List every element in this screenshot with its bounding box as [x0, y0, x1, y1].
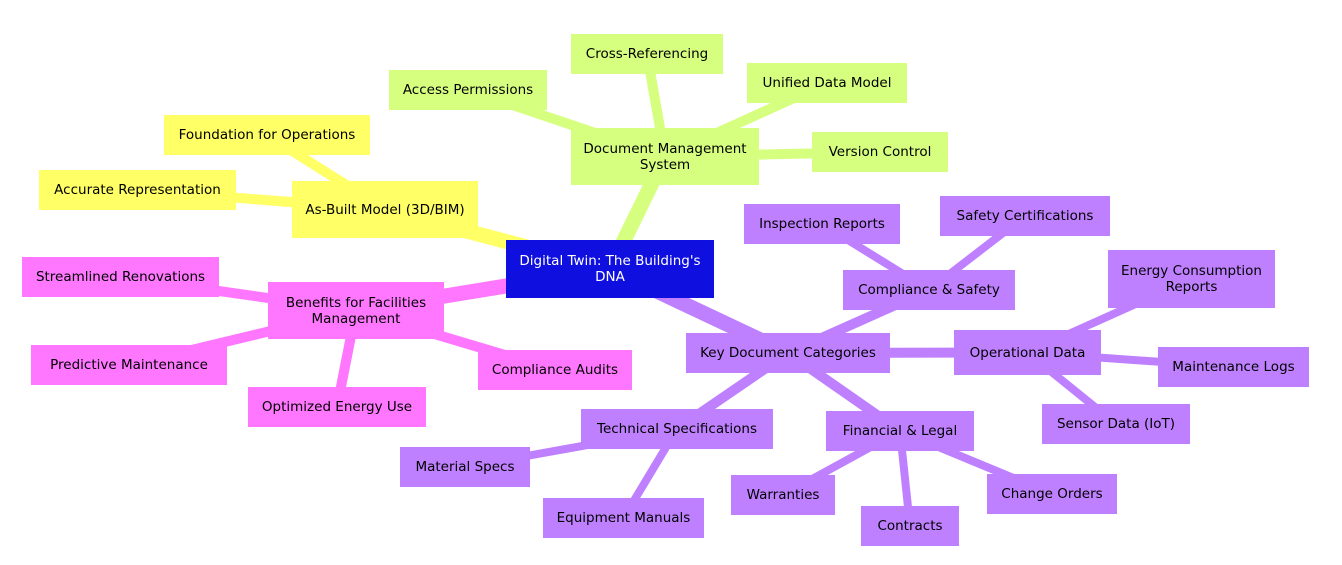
topic-node-audits[interactable]: Compliance Audits [478, 350, 632, 390]
topic-node-techspecs[interactable]: Technical Specifications [581, 409, 773, 449]
leaf-node-sensor[interactable]: Sensor Data (IoT) [1042, 404, 1190, 444]
topic-node-energyuse[interactable]: Optimized Energy Use [248, 387, 426, 427]
leaf-node-warranties[interactable]: Warranties [731, 475, 835, 515]
leaf-node-equipment[interactable]: Equipment Manuals [543, 498, 704, 538]
leaf-node-safety[interactable]: Safety Certifications [940, 196, 1110, 236]
topic-node-version[interactable]: Version Control [812, 132, 948, 172]
leaf-node-changeorders[interactable]: Change Orders [987, 474, 1117, 514]
leaf-node-material[interactable]: Material Specs [400, 447, 530, 487]
topic-node-predict[interactable]: Predictive Maintenance [31, 345, 227, 385]
branch-node-dms[interactable]: Document Management System [571, 128, 759, 185]
topic-node-crossref[interactable]: Cross-Referencing [571, 34, 723, 74]
topic-node-financial[interactable]: Financial & Legal [826, 411, 974, 451]
leaf-node-inspection[interactable]: Inspection Reports [744, 204, 900, 244]
topic-node-accurate[interactable]: Accurate Representation [39, 170, 236, 210]
topic-node-operational[interactable]: Operational Data [954, 330, 1101, 375]
topic-node-foundation[interactable]: Foundation for Operations [164, 115, 370, 155]
topic-node-renov[interactable]: Streamlined Renovations [22, 257, 219, 297]
branch-node-keydocs[interactable]: Key Document Categories [686, 333, 890, 373]
branch-node-asbuilt[interactable]: As-Built Model (3D/BIM) [292, 181, 478, 238]
branch-node-benefits[interactable]: Benefits for Facilities Management [268, 282, 444, 339]
root-node[interactable]: Digital Twin: The Building's DNA [506, 240, 714, 298]
leaf-node-contracts[interactable]: Contracts [861, 506, 959, 546]
topic-node-unified[interactable]: Unified Data Model [747, 63, 907, 103]
topic-node-compliance[interactable]: Compliance & Safety [843, 270, 1015, 310]
topic-node-access[interactable]: Access Permissions [389, 70, 547, 110]
leaf-node-maintlogs[interactable]: Maintenance Logs [1158, 347, 1309, 387]
leaf-node-energyrep[interactable]: Energy Consumption Reports [1108, 250, 1275, 308]
